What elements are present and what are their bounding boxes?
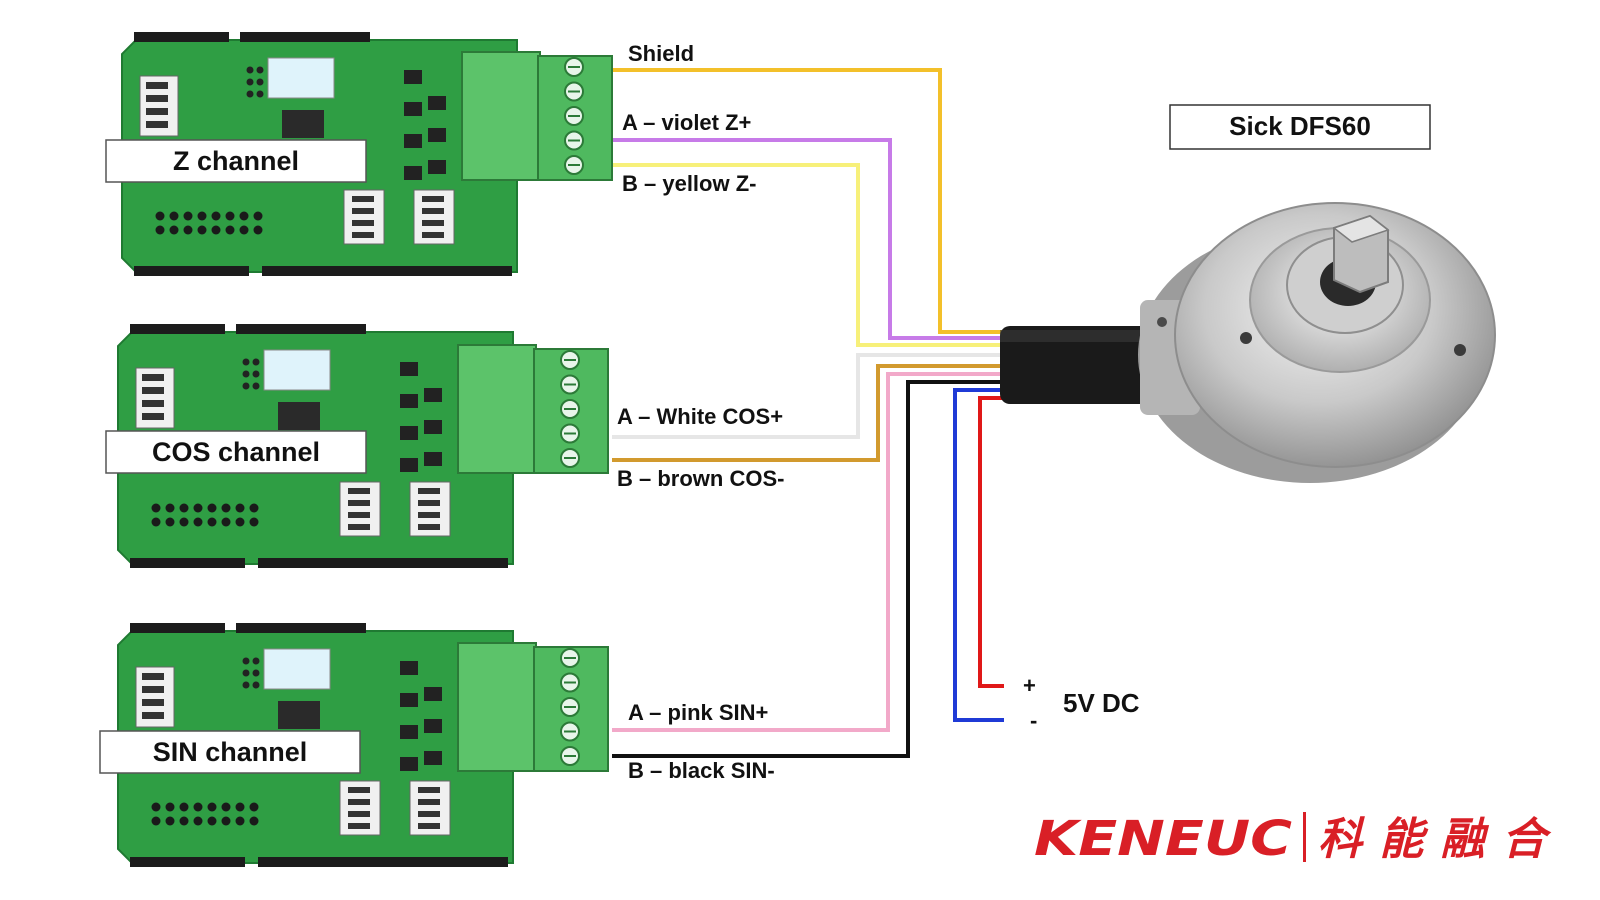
- encoder-label-box: Sick DFS60: [1169, 104, 1431, 150]
- wires: [612, 68, 1004, 758]
- terminal-housing: [457, 642, 537, 772]
- wire-brown: [612, 364, 1004, 462]
- wire-shield: [612, 68, 1004, 334]
- encoder-shaft: [1332, 214, 1390, 294]
- brand-chinese: 科能融合: [1318, 814, 1552, 865]
- power-plus: +: [1023, 673, 1036, 698]
- shield-board: SIN channel: [99, 623, 609, 867]
- label-shield: Shield: [628, 41, 694, 66]
- label-white-cos-plus: A – White COS+: [617, 404, 783, 429]
- wire-labels: Shield A – violet Z+ B – yellow Z- A – W…: [617, 41, 784, 783]
- encoder-cable: [1000, 326, 1158, 404]
- wire-pink: [612, 372, 1004, 732]
- terminal-housing: [461, 51, 541, 181]
- shield-board: Z channel: [105, 32, 613, 276]
- brand-divider: [1303, 812, 1306, 862]
- channel-label: Z channel: [173, 146, 299, 176]
- label-yellow-z-minus: B – yellow Z-: [622, 171, 756, 196]
- power-supply-labels: + - 5V DC: [1023, 673, 1140, 733]
- channel-label-box: [105, 430, 367, 474]
- wire-red: [978, 396, 1004, 688]
- power-label: 5V DC: [1063, 688, 1140, 718]
- brand-latin: KENEUC: [1034, 811, 1292, 867]
- label-black-sin-minus: B – black SIN-: [628, 758, 775, 783]
- channel-label-box: [105, 139, 367, 183]
- label-pink-sin-plus: A – pink SIN+: [628, 700, 768, 725]
- mounting-hole: [1454, 344, 1466, 356]
- encoder: [1000, 202, 1496, 483]
- channel-label-box: [99, 730, 361, 774]
- channel-label: SIN channel: [153, 737, 308, 767]
- brand-logo: KENEUC 科能融合: [1034, 811, 1552, 867]
- channel-label: COS channel: [152, 437, 320, 467]
- terminal-housing: [457, 344, 537, 474]
- wire-violet: [612, 138, 1004, 340]
- wire-blue: [953, 388, 1004, 722]
- power-minus: -: [1030, 708, 1037, 733]
- label-violet-z-plus: A – violet Z+: [622, 110, 751, 135]
- wire-yellow: [612, 163, 1004, 347]
- wire-white: [612, 353, 1004, 439]
- mounting-hole: [1240, 332, 1252, 344]
- wire-black: [612, 380, 1004, 758]
- label-brown-cos-minus: B – brown COS-: [617, 466, 784, 491]
- encoder-label: Sick DFS60: [1229, 111, 1371, 141]
- shield-board: COS channel: [105, 324, 609, 568]
